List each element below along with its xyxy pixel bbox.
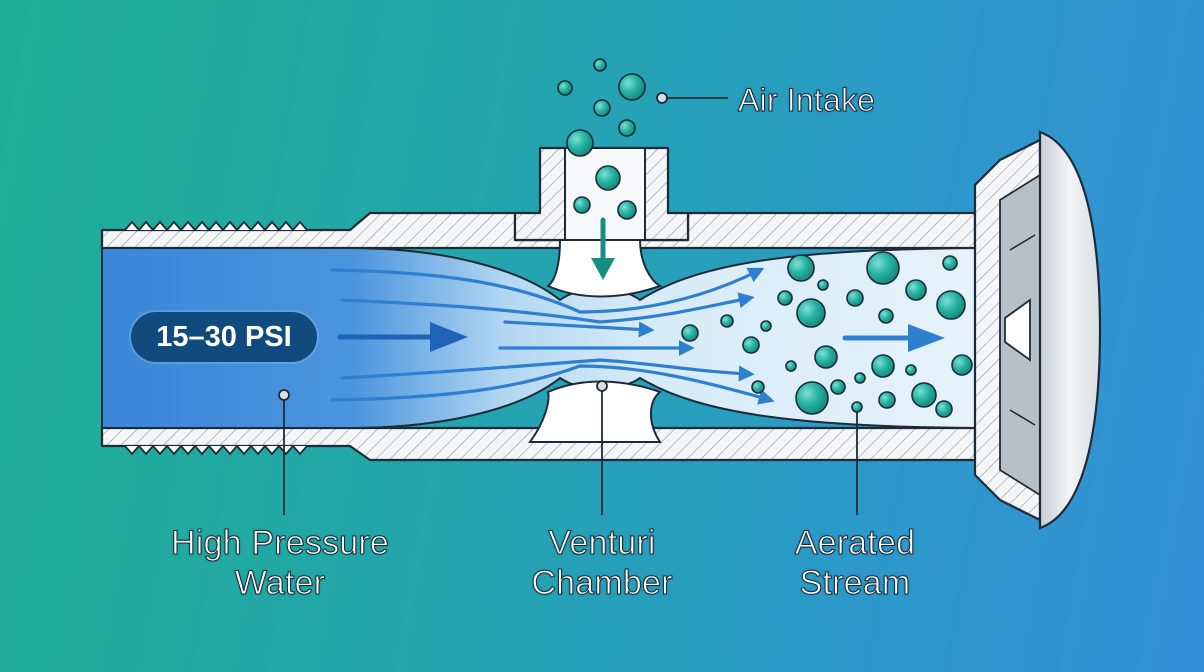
flow-arrows	[337, 217, 945, 352]
callout-leaders	[278, 92, 858, 515]
high-pressure-line-2: Water	[234, 564, 326, 603]
outlet-arrow-icon	[908, 324, 945, 352]
air-intake-label: Air Intake	[737, 82, 876, 119]
aerated-line-1: Aerated	[794, 524, 916, 563]
aerator-cap	[973, 130, 1102, 530]
high-pressure-water-label: High Pressure Water	[140, 523, 420, 603]
inlet-arrow-icon	[430, 322, 468, 352]
aerated-stream-label: Aerated Stream	[760, 523, 950, 603]
pipe-body	[100, 211, 977, 462]
venturi-line-2: Chamber	[531, 564, 673, 603]
aerated-line-2: Stream	[799, 564, 911, 603]
air-down-arrow-icon	[591, 258, 615, 280]
pressure-badge: 15–30 PSI	[131, 312, 317, 362]
high-pressure-line-1: High Pressure	[170, 524, 390, 563]
air-bubbles	[557, 58, 973, 418]
venturi-line-1: Venturi	[548, 524, 656, 563]
flow-lines	[330, 267, 775, 405]
venturi-chamber-label: Venturi Chamber	[497, 523, 707, 603]
